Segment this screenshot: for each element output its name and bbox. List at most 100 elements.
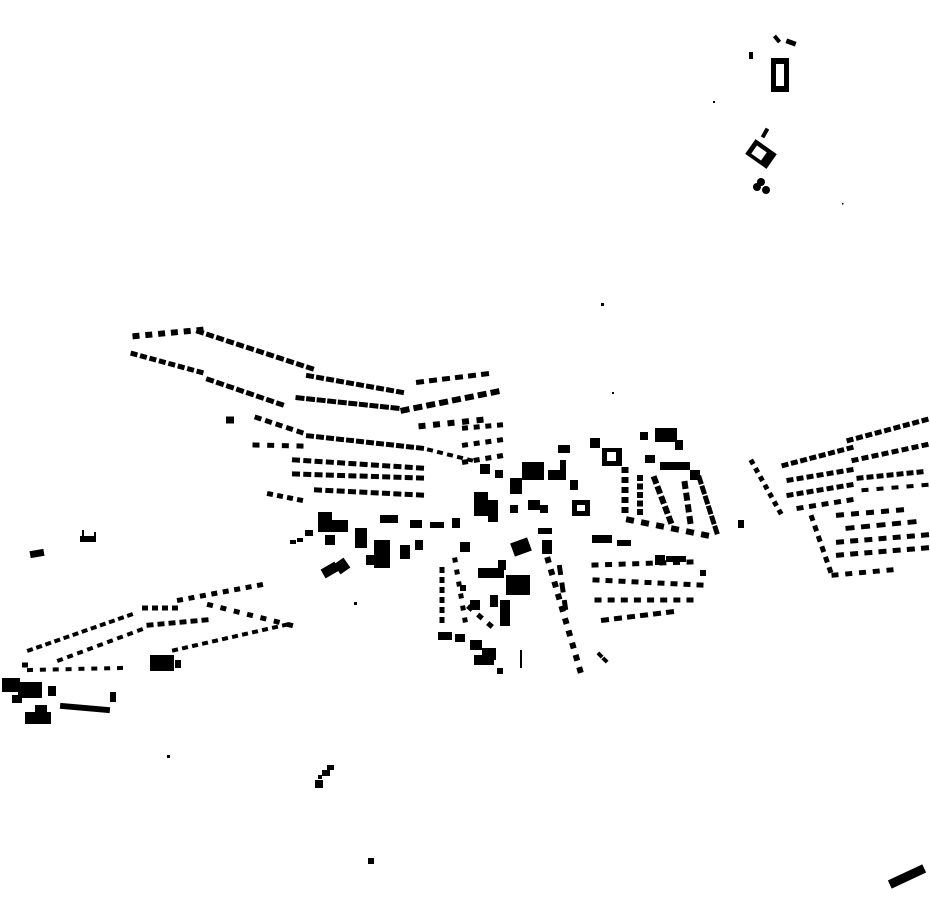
building	[816, 486, 824, 494]
building	[640, 519, 650, 527]
building	[907, 519, 917, 525]
building	[205, 331, 215, 339]
building	[53, 637, 61, 644]
building	[399, 406, 411, 414]
building	[686, 559, 694, 565]
building	[876, 486, 884, 492]
building	[478, 568, 504, 578]
building	[275, 354, 285, 362]
building	[330, 520, 348, 532]
building	[675, 440, 683, 450]
building	[796, 475, 804, 482]
building	[297, 538, 303, 542]
building	[658, 495, 667, 505]
building	[896, 471, 904, 477]
building	[547, 568, 556, 576]
building	[222, 588, 230, 595]
building	[286, 494, 294, 502]
building	[605, 577, 613, 584]
building	[91, 666, 98, 671]
building	[806, 473, 814, 480]
building	[686, 515, 694, 525]
building	[886, 567, 894, 573]
building	[815, 535, 823, 543]
building	[276, 492, 284, 500]
building	[823, 555, 830, 564]
building	[415, 475, 425, 481]
building	[368, 858, 374, 864]
building	[265, 396, 275, 405]
building	[390, 405, 400, 411]
building	[452, 518, 460, 528]
building	[35, 643, 43, 650]
building	[845, 444, 855, 452]
building	[2, 678, 20, 692]
building	[808, 502, 817, 510]
building	[562, 617, 570, 625]
building	[375, 440, 385, 447]
building	[683, 581, 691, 588]
building	[314, 472, 323, 478]
building	[375, 385, 385, 392]
building	[225, 338, 235, 346]
building	[205, 376, 215, 384]
building	[404, 464, 413, 471]
building	[655, 522, 665, 530]
building	[245, 584, 252, 591]
building	[670, 525, 680, 533]
building	[559, 582, 566, 593]
building	[835, 552, 845, 558]
building	[652, 610, 662, 617]
building	[405, 443, 415, 450]
building	[604, 561, 613, 568]
building	[305, 530, 313, 536]
building	[348, 460, 357, 467]
building	[460, 585, 466, 591]
building	[295, 428, 305, 436]
building	[683, 492, 691, 502]
building	[385, 441, 395, 448]
building	[821, 500, 829, 508]
building	[461, 459, 469, 465]
building	[696, 474, 704, 486]
building	[607, 452, 616, 461]
building	[790, 459, 799, 466]
building	[456, 581, 462, 587]
building	[179, 619, 187, 625]
building	[285, 425, 294, 432]
building	[290, 540, 296, 544]
building	[876, 473, 884, 479]
building	[738, 520, 744, 528]
building	[395, 442, 405, 449]
building	[176, 596, 184, 604]
building	[381, 490, 391, 497]
building	[860, 523, 871, 530]
building	[473, 424, 480, 430]
building	[476, 612, 484, 621]
building	[757, 178, 765, 186]
building	[345, 437, 355, 444]
building	[827, 449, 836, 457]
building	[826, 485, 834, 492]
building	[201, 640, 209, 646]
building	[355, 381, 365, 389]
building	[460, 605, 466, 611]
building	[305, 364, 315, 372]
building	[26, 667, 34, 673]
building	[167, 360, 176, 368]
building	[56, 657, 64, 663]
building	[66, 653, 74, 660]
building	[849, 538, 859, 544]
buildings-layer	[2, 34, 930, 889]
building	[496, 453, 504, 459]
building	[906, 470, 914, 476]
building	[221, 636, 229, 642]
building	[415, 492, 425, 498]
building	[607, 597, 615, 603]
building	[520, 650, 522, 668]
building	[274, 421, 284, 429]
building	[206, 601, 214, 609]
building	[436, 449, 444, 456]
building	[796, 490, 804, 497]
building	[186, 366, 195, 373]
